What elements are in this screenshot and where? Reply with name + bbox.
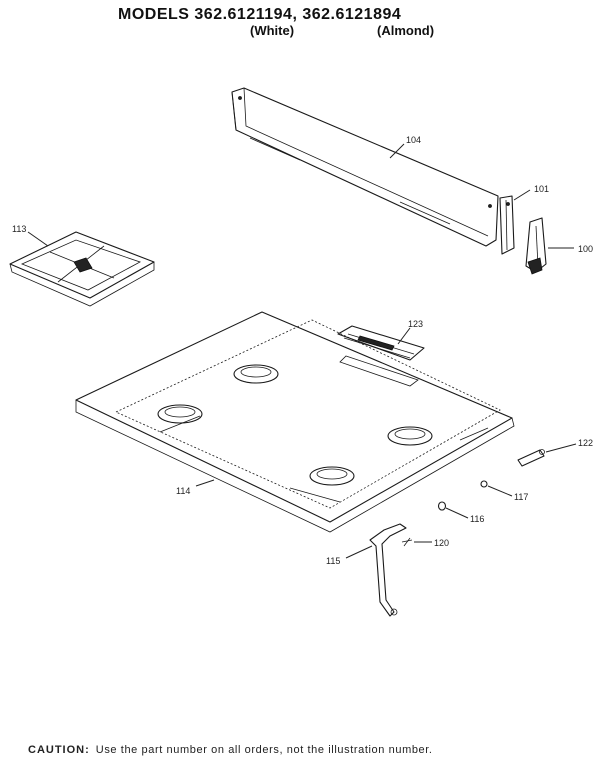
part-label-113: 113 [12,224,26,234]
backguard-panel [231,87,499,247]
variant-white-label: (White) [250,23,295,38]
variant-almond-label: (Almond) [377,23,435,38]
retaining-clip [401,537,413,547]
caution-text: Use the part number on all orders, not t… [95,744,433,756]
support-rod [369,523,407,617]
burner-grate [9,231,155,307]
leader-lines [27,143,577,559]
washer-part [437,501,447,511]
screw-part [480,480,488,488]
models-title: MODELS 362.6121194, 362.6121894 [118,6,402,23]
part-number-labels: 104 101 100 113 123 122 114 117 116 120 … [12,135,593,566]
cooktop-surface [75,311,515,533]
part-label-117: 117 [514,492,528,502]
part-label-120: 120 [434,538,449,548]
part-label-115: 115 [326,556,340,566]
part-label-104: 104 [406,135,421,145]
side-bracket [525,217,547,275]
part-label-114: 114 [176,486,190,496]
part-label-116: 116 [470,514,484,524]
clip-spring [517,449,545,467]
caution-label: CAUTION: [28,744,90,756]
vent-grille [337,325,425,361]
part-label-101: 101 [534,184,549,194]
part-label-122: 122 [578,438,593,448]
end-cap-bracket [499,195,515,255]
part-label-123: 123 [408,319,423,329]
part-label-100: 100 [578,244,593,254]
caution-note: CAUTION: Use the part number on all order… [28,744,433,756]
